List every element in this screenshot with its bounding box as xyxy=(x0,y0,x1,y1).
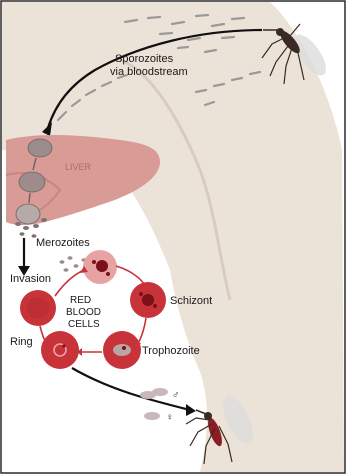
label-merozoites: Merozoites xyxy=(36,237,90,249)
label-trophozoite: Trophozoite xyxy=(142,345,200,357)
label-blood: BLOOD xyxy=(66,307,101,318)
label-liver: LIVER xyxy=(65,162,92,172)
label-sporozoites: Sporozoites xyxy=(115,53,174,65)
red-cell-bursting xyxy=(83,250,117,284)
male-symbol: ♂ xyxy=(172,390,180,401)
label-via-bloodstream: via bloodstream xyxy=(110,66,188,78)
label-red: RED xyxy=(70,295,91,306)
red-cell-ring xyxy=(41,331,79,369)
label-invasion: Invasion xyxy=(10,273,51,285)
red-cell-schizont xyxy=(130,282,166,318)
label-cells: CELLS xyxy=(68,319,100,330)
female-symbol: ♀ xyxy=(166,412,174,423)
red-cell-trophozoite xyxy=(103,331,141,369)
label-schizont: Schizont xyxy=(170,295,212,307)
label-ring: Ring xyxy=(10,336,33,348)
